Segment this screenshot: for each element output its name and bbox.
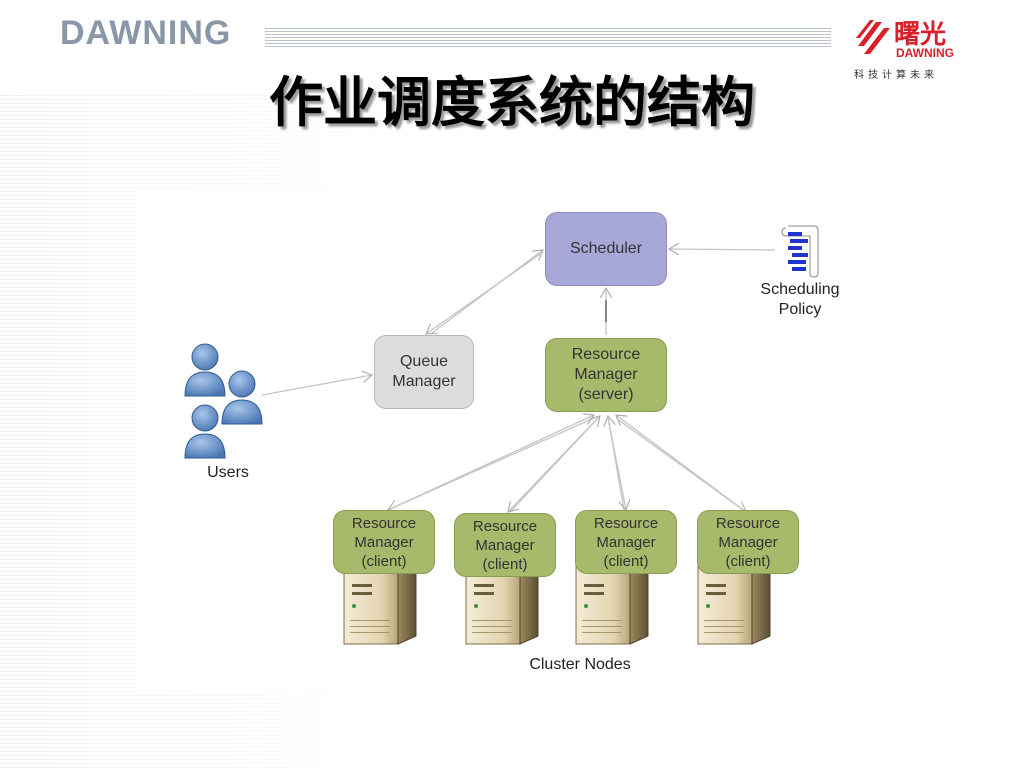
resource-manager-client-label: Resource Manager (client) [351, 514, 417, 570]
cluster-nodes-label: Cluster Nodes [529, 656, 631, 673]
page-title: 作业调度系统的结构 [269, 70, 755, 134]
edge-users-queue [261, 375, 372, 396]
queue-manager-node: Queue Manager [374, 335, 474, 409]
resource-manager-client-node: Resource Manager (client) [697, 510, 799, 574]
resource-manager-client-node: Resource Manager (client) [575, 510, 677, 574]
dawning-logo-icon [856, 20, 890, 54]
resource-manager-client-label: Resource Manager (client) [715, 514, 781, 570]
edge-server-client3 [607, 417, 626, 510]
scheduling-policy-label: Scheduling Policy [760, 281, 840, 318]
edge-policy-scheduler [669, 249, 776, 250]
queue-manager-label: Queue Manager [392, 353, 456, 390]
scheduling-policy-icon [781, 225, 819, 278]
brand-en: DAWNING [896, 46, 954, 60]
server-icon [465, 563, 539, 645]
users-icon [184, 343, 263, 459]
brand-slogan: 科技计算未来 [854, 70, 938, 81]
brand-dawning-wordmark: DAWNING [60, 14, 232, 52]
resource-manager-server-node: Resource Manager (server) [545, 338, 667, 412]
users-label: Users [207, 464, 249, 481]
edge-server-client2 [508, 417, 599, 512]
resource-manager-client-node: Resource Manager (client) [333, 510, 435, 574]
resource-manager-client-label: Resource Manager (client) [472, 517, 538, 573]
scheduler-node: Scheduler [545, 212, 667, 286]
resource-manager-client-label: Resource Manager (client) [593, 514, 659, 570]
resource-manager-server-label: Resource Manager (server) [571, 346, 641, 403]
resource-manager-client-node: Resource Manager (client) [454, 513, 556, 577]
server-icon [697, 563, 771, 645]
scheduler-label: Scheduler [569, 240, 643, 257]
header-rule [265, 28, 831, 48]
brand-cn: 曙光 [894, 19, 947, 49]
edge-server-client1 [388, 417, 595, 510]
edge-scheduler-queue [426, 251, 544, 334]
edge-server-client4 [615, 417, 746, 512]
dawning-logo: 曙光 DAWNING 科技计算未来 [850, 14, 968, 84]
